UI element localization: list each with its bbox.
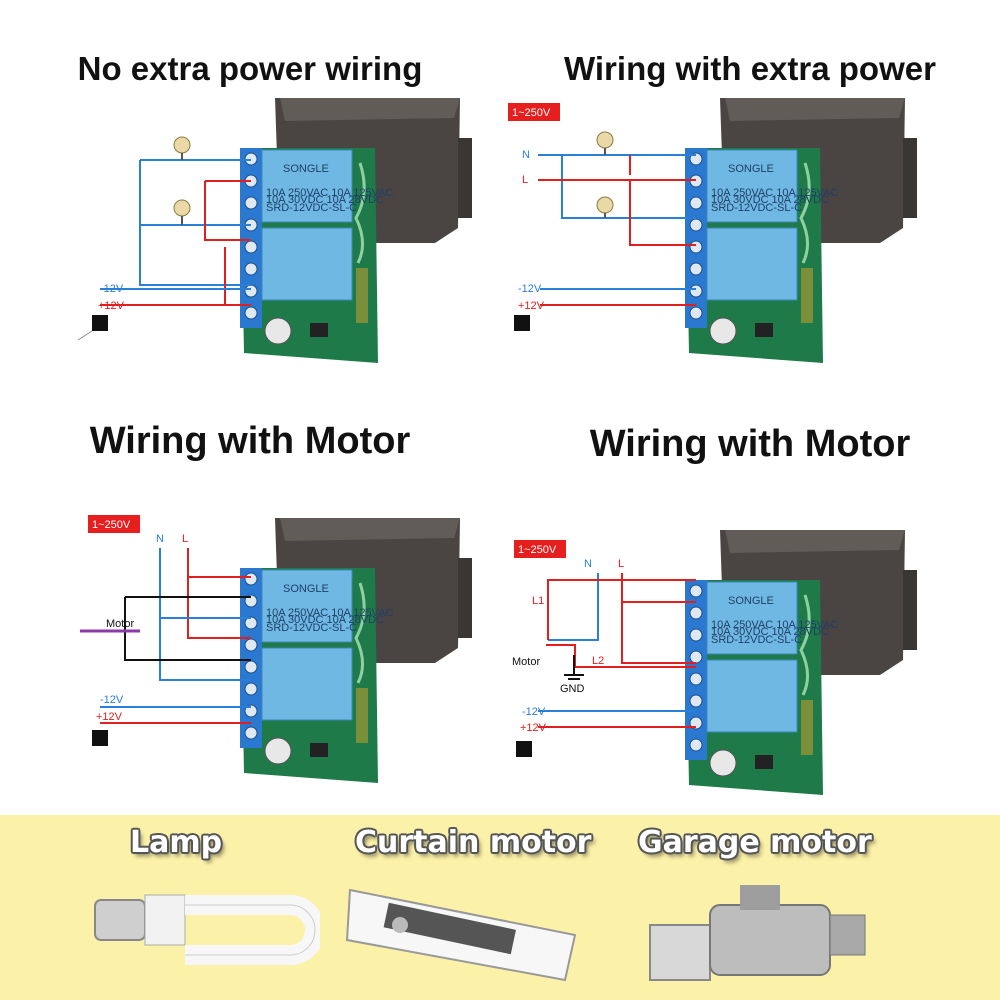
neutral-wire bbox=[561, 155, 696, 219]
wiring-diagram: SONGLE 10A 250VAC 10A 125VAC 10A 30VDC 1… bbox=[512, 528, 919, 797]
label-plus-12v: +12V bbox=[520, 722, 547, 734]
relay-model: SRD-12VDC-SL-C bbox=[711, 202, 802, 214]
power-adapter-icon bbox=[92, 315, 108, 331]
label-plus-12v: +12V bbox=[518, 300, 545, 312]
relay-rating: 10A 250VAC 10A 125VAC bbox=[711, 187, 838, 199]
bulb-icon bbox=[596, 196, 614, 218]
label-l: L bbox=[182, 533, 188, 545]
relay-module bbox=[238, 96, 474, 365]
voltage-label: 1~250V bbox=[518, 544, 557, 556]
product-band: Lamp Curtain motor Garage motor bbox=[0, 815, 1000, 1000]
panel-title: Wiring with Motor bbox=[589, 423, 911, 465]
label-plus-12v: +12V bbox=[98, 300, 125, 312]
panel-motor-2: Wiring with Motor SONGLE 10A 250VAC 10A … bbox=[500, 405, 1000, 810]
lamp-bulb-icon bbox=[94, 894, 320, 965]
label-n: N bbox=[522, 149, 530, 161]
live-wire bbox=[621, 602, 696, 664]
wiring-diagram: SONGLE 10A 250VAC 10A 125VAC 10A 30VDC 1… bbox=[508, 96, 919, 365]
panel-title: No extra power wiring bbox=[77, 50, 423, 87]
label-l: L bbox=[618, 558, 624, 570]
live-wire bbox=[629, 180, 696, 246]
voltage-badge bbox=[514, 540, 566, 558]
garage-motor-icon bbox=[649, 885, 866, 981]
label-minus-12v: -12V bbox=[100, 694, 124, 706]
ground-icon bbox=[564, 674, 584, 680]
relay-module bbox=[683, 528, 919, 797]
label-n: N bbox=[584, 558, 592, 570]
wires bbox=[538, 154, 696, 306]
neutral-wire bbox=[548, 573, 599, 641]
bulb-icon bbox=[173, 199, 191, 225]
relay-rating: 10A 30VDC 10A 28VDC bbox=[266, 194, 384, 206]
label-gnd: GND bbox=[560, 683, 585, 695]
relay-brand: SONGLE bbox=[728, 163, 774, 175]
wires bbox=[80, 548, 251, 724]
product-label: Garage motor bbox=[638, 825, 872, 860]
voltage-label: 1~250V bbox=[512, 107, 551, 119]
curtain-motor-icon bbox=[345, 888, 577, 982]
label-motor: Motor bbox=[106, 618, 134, 630]
wiring-diagram: SONGLE 10A 250VAC 10A 125VAC 10A 30VDC 1… bbox=[80, 515, 474, 785]
bulb-icon bbox=[173, 136, 191, 160]
relay-rating: 10A 250VAC 10A 125VAC bbox=[266, 607, 393, 619]
wires bbox=[538, 573, 696, 728]
relay-rating: 10A 30VDC 10A 28VDC bbox=[266, 614, 384, 626]
relay-model: SRD-12VDC-SL-C bbox=[266, 202, 357, 214]
live-wire bbox=[547, 579, 696, 640]
label-l2: L2 bbox=[592, 655, 604, 667]
module-labels: SONGLE 10A 250VAC 10A 125VAC 10A 30VDC 1… bbox=[266, 583, 393, 634]
wiring-diagram: SONGLE 10A 250VAC 10A 125VAC 10A 30VDC 1… bbox=[77, 96, 474, 365]
label-minus-12v: -12V bbox=[518, 283, 542, 295]
panel-title: Wiring with extra power bbox=[564, 50, 936, 87]
relay-rating: 10A 30VDC 10A 28VDC bbox=[711, 194, 829, 206]
power-adapter-icon bbox=[92, 730, 108, 746]
live-wire bbox=[204, 181, 251, 241]
motor-wire bbox=[124, 597, 251, 661]
label-motor: Motor bbox=[512, 656, 540, 668]
product-label: Curtain motor bbox=[355, 825, 592, 860]
label-l: L bbox=[522, 174, 528, 186]
label-minus-12v: -12V bbox=[100, 283, 124, 295]
relay-brand: SONGLE bbox=[283, 163, 329, 175]
module-labels: SONGLE 10A 250VAC 10A 125VAC 10A 30VDC 1… bbox=[711, 595, 838, 646]
label-minus-12v: -12V bbox=[522, 706, 546, 718]
relay-brand: SONGLE bbox=[283, 583, 329, 595]
panel-motor-1: Wiring with Motor SONGLE 10A 250VAC 10A … bbox=[0, 405, 500, 810]
relay-module bbox=[683, 96, 919, 365]
voltage-badge bbox=[508, 103, 560, 121]
relay-model: SRD-12VDC-SL-C bbox=[711, 634, 802, 646]
label-plus-12v: +12V bbox=[96, 711, 123, 723]
relay-brand: SONGLE bbox=[728, 595, 774, 607]
bulb-icon bbox=[596, 131, 614, 155]
module-labels: SONGLE 10A 250VAC 10A 125VAC 10A 30VDC 1… bbox=[711, 163, 838, 214]
label-l1: L1 bbox=[532, 595, 544, 607]
module-labels: SONGLE 10A 250VAC 10A 125VAC 10A 30VDC 1… bbox=[266, 163, 393, 214]
product-label: Lamp bbox=[130, 825, 223, 860]
voltage-label: 1~250V bbox=[92, 519, 131, 531]
wires bbox=[100, 159, 251, 306]
relay-model: SRD-12VDC-SL-C bbox=[266, 622, 357, 634]
panel-no-extra-power: No extra power wiring SONGLE 10A 250VAC … bbox=[0, 0, 500, 405]
label-n: N bbox=[156, 533, 164, 545]
neutral-wire bbox=[159, 548, 251, 681]
voltage-badge bbox=[88, 515, 140, 533]
relay-rating: 10A 250VAC 10A 125VAC bbox=[711, 619, 838, 631]
relay-module bbox=[238, 516, 474, 785]
relay-rating: 10A 250VAC 10A 125VAC bbox=[266, 187, 393, 199]
neutral-wire bbox=[139, 160, 251, 286]
panel-title: Wiring with Motor bbox=[89, 420, 411, 462]
live-wire bbox=[621, 573, 696, 603]
power-adapter-icon bbox=[514, 315, 530, 331]
power-adapter-icon bbox=[516, 741, 532, 757]
panel-extra-power: Wiring with extra power SONGLE 10A 250VA… bbox=[500, 0, 1000, 405]
relay-rating: 10A 30VDC 10A 28VDC bbox=[711, 626, 829, 638]
